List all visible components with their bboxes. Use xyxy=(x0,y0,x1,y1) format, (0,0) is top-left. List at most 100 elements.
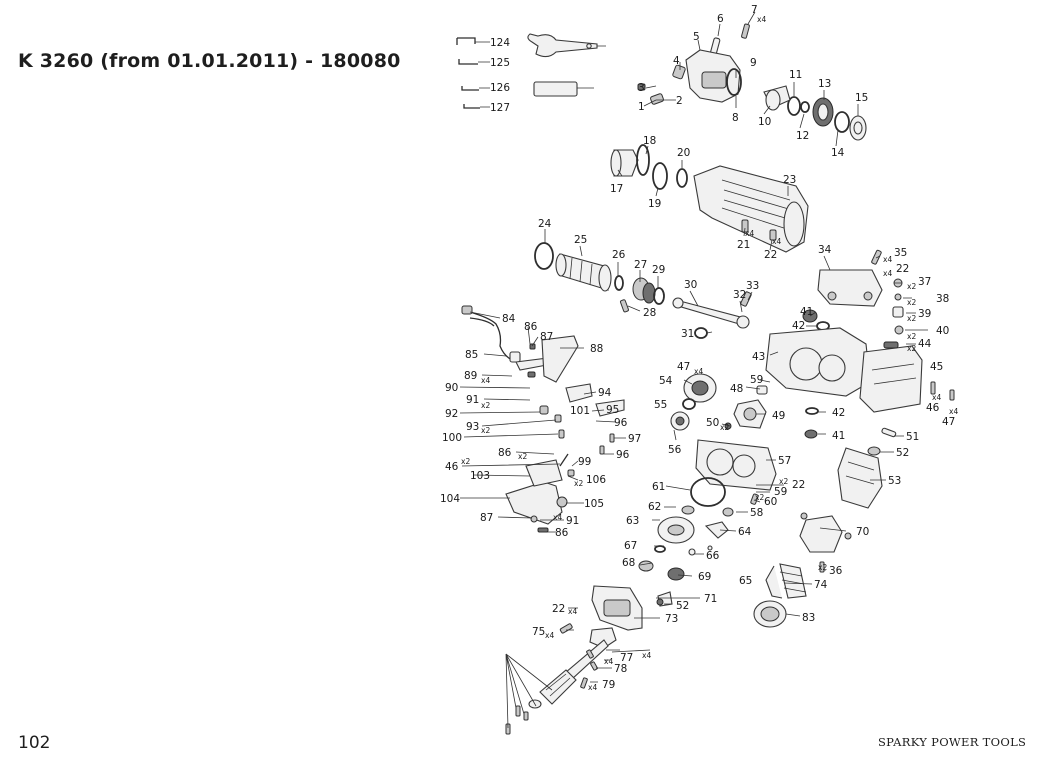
callout-34: 34 xyxy=(818,244,832,256)
callout-59a: 59 xyxy=(750,374,763,386)
callout-97: 97 xyxy=(628,433,641,445)
callout-87b: 87 xyxy=(480,512,493,524)
callout-36: 36 xyxy=(829,565,843,577)
qty-mark: x2 xyxy=(907,332,916,341)
callout-44: 44 xyxy=(918,338,932,350)
qty-mark: x4 xyxy=(481,376,490,385)
callout-68: 68 xyxy=(622,557,635,569)
callout-60: 60 xyxy=(764,496,777,508)
callout-95: 95 xyxy=(606,404,619,416)
callout-59b: 59 xyxy=(774,486,787,498)
qty-mark: x4 xyxy=(745,229,754,238)
qty-mark: x2 xyxy=(907,314,916,323)
page-title: K 3260 (from 01.01.2011) - 180080 xyxy=(18,50,401,72)
qty-mark: x4 xyxy=(694,367,703,376)
qty-mark: x4 xyxy=(604,657,613,666)
callout-7: 7 xyxy=(751,4,758,16)
callout-73: 73 xyxy=(665,613,678,625)
callout-43: 43 xyxy=(752,351,765,363)
callout-12: 12 xyxy=(796,130,809,142)
tool-bits-group xyxy=(456,33,598,109)
callout-9: 9 xyxy=(750,57,757,69)
callout-26: 26 xyxy=(612,249,626,261)
callout-122: 126 xyxy=(490,82,510,94)
callout-5: 5 xyxy=(693,31,700,43)
callout-96b: 96 xyxy=(616,449,630,461)
callout-38: 38 xyxy=(936,293,949,305)
callout-22b: 22 xyxy=(896,263,909,275)
callout-47: 47 xyxy=(942,416,955,428)
callout-42b: 42 xyxy=(832,407,845,419)
callout-19: 19 xyxy=(648,198,661,210)
callout-2: 2 xyxy=(676,95,683,107)
callout-70: 70 xyxy=(856,526,869,538)
callout-52b: 52 xyxy=(676,600,689,612)
callout-86b: 86 xyxy=(498,447,512,459)
callout-99: 99 xyxy=(578,456,591,468)
callout-40: 40 xyxy=(936,325,949,337)
callout-25: 25 xyxy=(574,234,587,246)
callout-22d: 22 xyxy=(552,603,565,615)
callout-54: 54 xyxy=(659,375,673,387)
qty-mark: x2 xyxy=(518,452,527,461)
callout-78: 78 xyxy=(614,663,627,675)
callout-79: 79 xyxy=(602,679,615,691)
qty-mark: x2 xyxy=(907,298,916,307)
callout-50: 50 xyxy=(706,417,719,429)
callout-41a: 41 xyxy=(800,306,813,318)
callout-86c: 86 xyxy=(555,527,569,539)
callout-58: 58 xyxy=(750,507,763,519)
qty-mark: x4 xyxy=(883,269,892,278)
qty-mark: x2 xyxy=(481,426,490,435)
qty-mark: x4 xyxy=(883,255,892,264)
callout-86a: 86 xyxy=(524,321,538,333)
callout-11: 11 xyxy=(789,69,802,81)
callout-69: 69 xyxy=(698,571,711,583)
callout-104: 104 xyxy=(440,493,460,505)
callout-1: 1 xyxy=(638,101,645,113)
callout-55: 55 xyxy=(654,399,667,411)
qty-mark: x2 xyxy=(461,457,470,466)
callout-46b: 46 xyxy=(445,461,459,473)
callout-64: 64 xyxy=(738,526,752,538)
callout-100: 100 xyxy=(442,432,462,444)
callout-27: 27 xyxy=(634,259,647,271)
callout-32: 32 xyxy=(733,289,746,301)
callout-90: 90 xyxy=(445,382,458,394)
callout-42a: 42 xyxy=(792,320,805,332)
callout-21: 21 xyxy=(737,239,750,251)
bushing-part xyxy=(533,81,578,97)
callout-18: 18 xyxy=(643,135,656,147)
callout-94: 94 xyxy=(598,387,612,399)
qty-mark: x2 xyxy=(907,344,916,353)
callout-91b: 91 xyxy=(566,515,579,527)
callout-33: 33 xyxy=(746,280,759,292)
callout-75: 75 xyxy=(532,626,545,638)
callout-74: 74 xyxy=(814,579,828,591)
qty-mark: x4 xyxy=(757,15,766,24)
callout-15: 15 xyxy=(855,92,868,104)
spindle-group xyxy=(534,242,752,339)
callout-28: 28 xyxy=(643,307,656,319)
callout-101: 101 xyxy=(570,405,590,417)
callout-3: 3 xyxy=(638,82,645,94)
callout-48: 48 xyxy=(730,383,743,395)
callout-23: 23 xyxy=(783,174,796,186)
callout-89: 89 xyxy=(464,370,477,382)
motor-housing-group xyxy=(765,249,955,456)
callout-14: 14 xyxy=(831,147,845,159)
callout-84: 84 xyxy=(502,313,516,325)
qty-mark: x4 xyxy=(949,407,958,416)
callout-62: 62 xyxy=(648,501,661,513)
lower-housing-handle-group xyxy=(505,585,664,735)
callout-20: 20 xyxy=(677,147,690,159)
qty-mark: x2 xyxy=(907,282,916,291)
callout-52a: 52 xyxy=(896,447,909,459)
callout-77: 77 xyxy=(620,652,633,664)
callout-22a: 22 xyxy=(764,249,777,261)
callout-66: 66 xyxy=(706,550,720,562)
callout-10: 10 xyxy=(758,116,771,128)
callout-4: 4 xyxy=(673,55,680,67)
callout-22c: 22 xyxy=(792,479,805,491)
